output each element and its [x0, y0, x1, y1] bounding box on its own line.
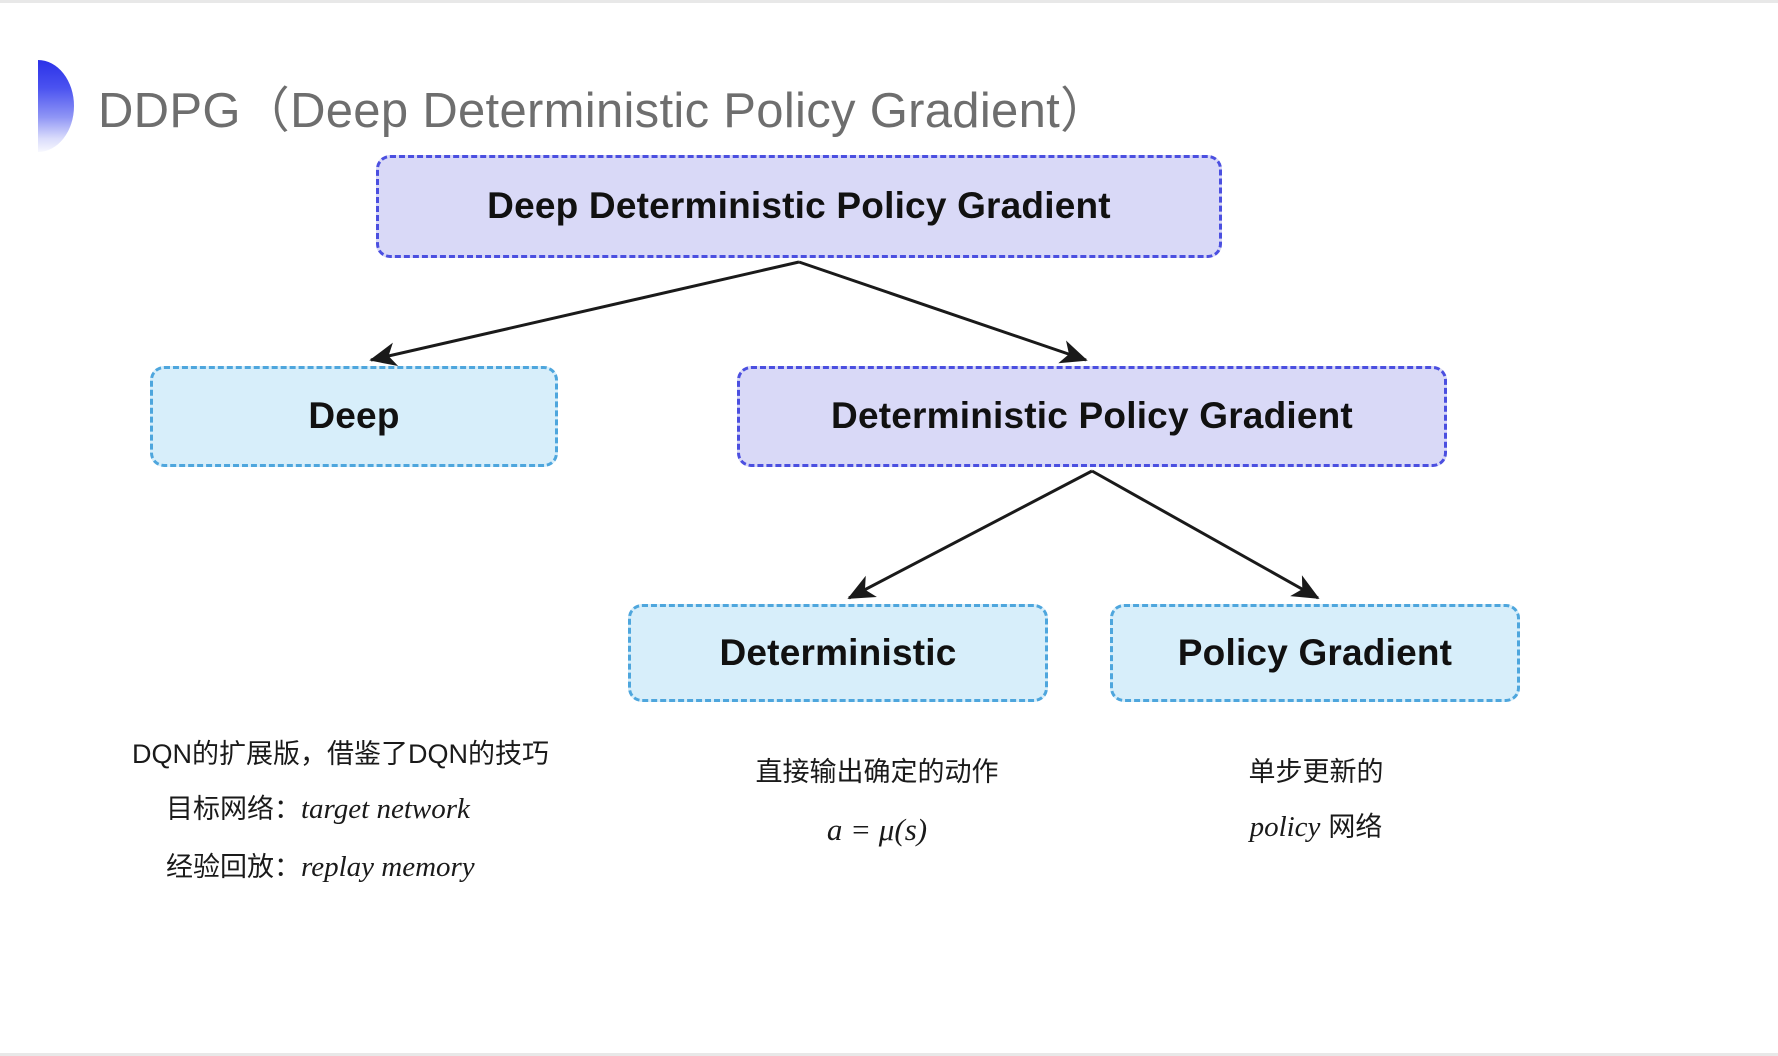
- arrow-root-to-dpg: [798, 260, 1088, 364]
- slide-title-row: DDPG（Deep Deterministic Policy Gradient）: [38, 60, 1109, 152]
- node-policy-gradient[interactable]: Policy Gradient: [1110, 604, 1520, 702]
- caption-policy-gradient-line1: 单步更新的: [1248, 757, 1384, 787]
- caption-deep-line3-label: 经验回放：: [166, 851, 301, 882]
- page-title: DDPG（Deep Deterministic Policy Gradient）: [98, 83, 1110, 138]
- caption-deterministic: 直接输出确定的动作 a = μ(s): [742, 746, 1012, 861]
- caption-deep-line3-term: replay memory: [301, 850, 475, 883]
- caption-policy-gradient-term: policy: [1249, 811, 1321, 844]
- node-deep[interactable]: Deep: [150, 366, 558, 467]
- caption-deterministic-line1: 直接输出确定的动作: [755, 757, 999, 787]
- caption-deep-line2-label: 目标网络：: [166, 794, 301, 825]
- arrow-dpg-to-policy-gradient: [1091, 469, 1320, 600]
- caption-deep-line2: 目标网络：target network: [166, 781, 549, 838]
- half-circle-gradient-icon: [38, 60, 74, 152]
- node-deep-deterministic-policy-gradient[interactable]: Deep Deterministic Policy Gradient: [376, 155, 1222, 258]
- caption-deep-line2-term: target network: [301, 793, 470, 826]
- caption-deterministic-formula: a = μ(s): [826, 812, 928, 848]
- caption-deep-line1: DQN的扩展版，借鉴了DQN的技巧: [132, 739, 549, 769]
- arrow-dpg-to-deterministic: [847, 469, 1093, 600]
- caption-deep-line3: 经验回放：replay memory: [166, 839, 549, 896]
- node-deterministic[interactable]: Deterministic: [628, 604, 1048, 702]
- node-deterministic-policy-gradient[interactable]: Deterministic Policy Gradient: [737, 366, 1447, 467]
- arrow-root-to-deep: [369, 260, 800, 367]
- caption-deep: DQN的扩展版，借鉴了DQN的技巧 目标网络：target network 经验…: [132, 728, 549, 896]
- slide-top-edge: [0, 0, 1778, 3]
- slide-bottom-edge: [0, 1053, 1778, 1056]
- caption-policy-gradient-suffix: 网络: [1328, 812, 1383, 843]
